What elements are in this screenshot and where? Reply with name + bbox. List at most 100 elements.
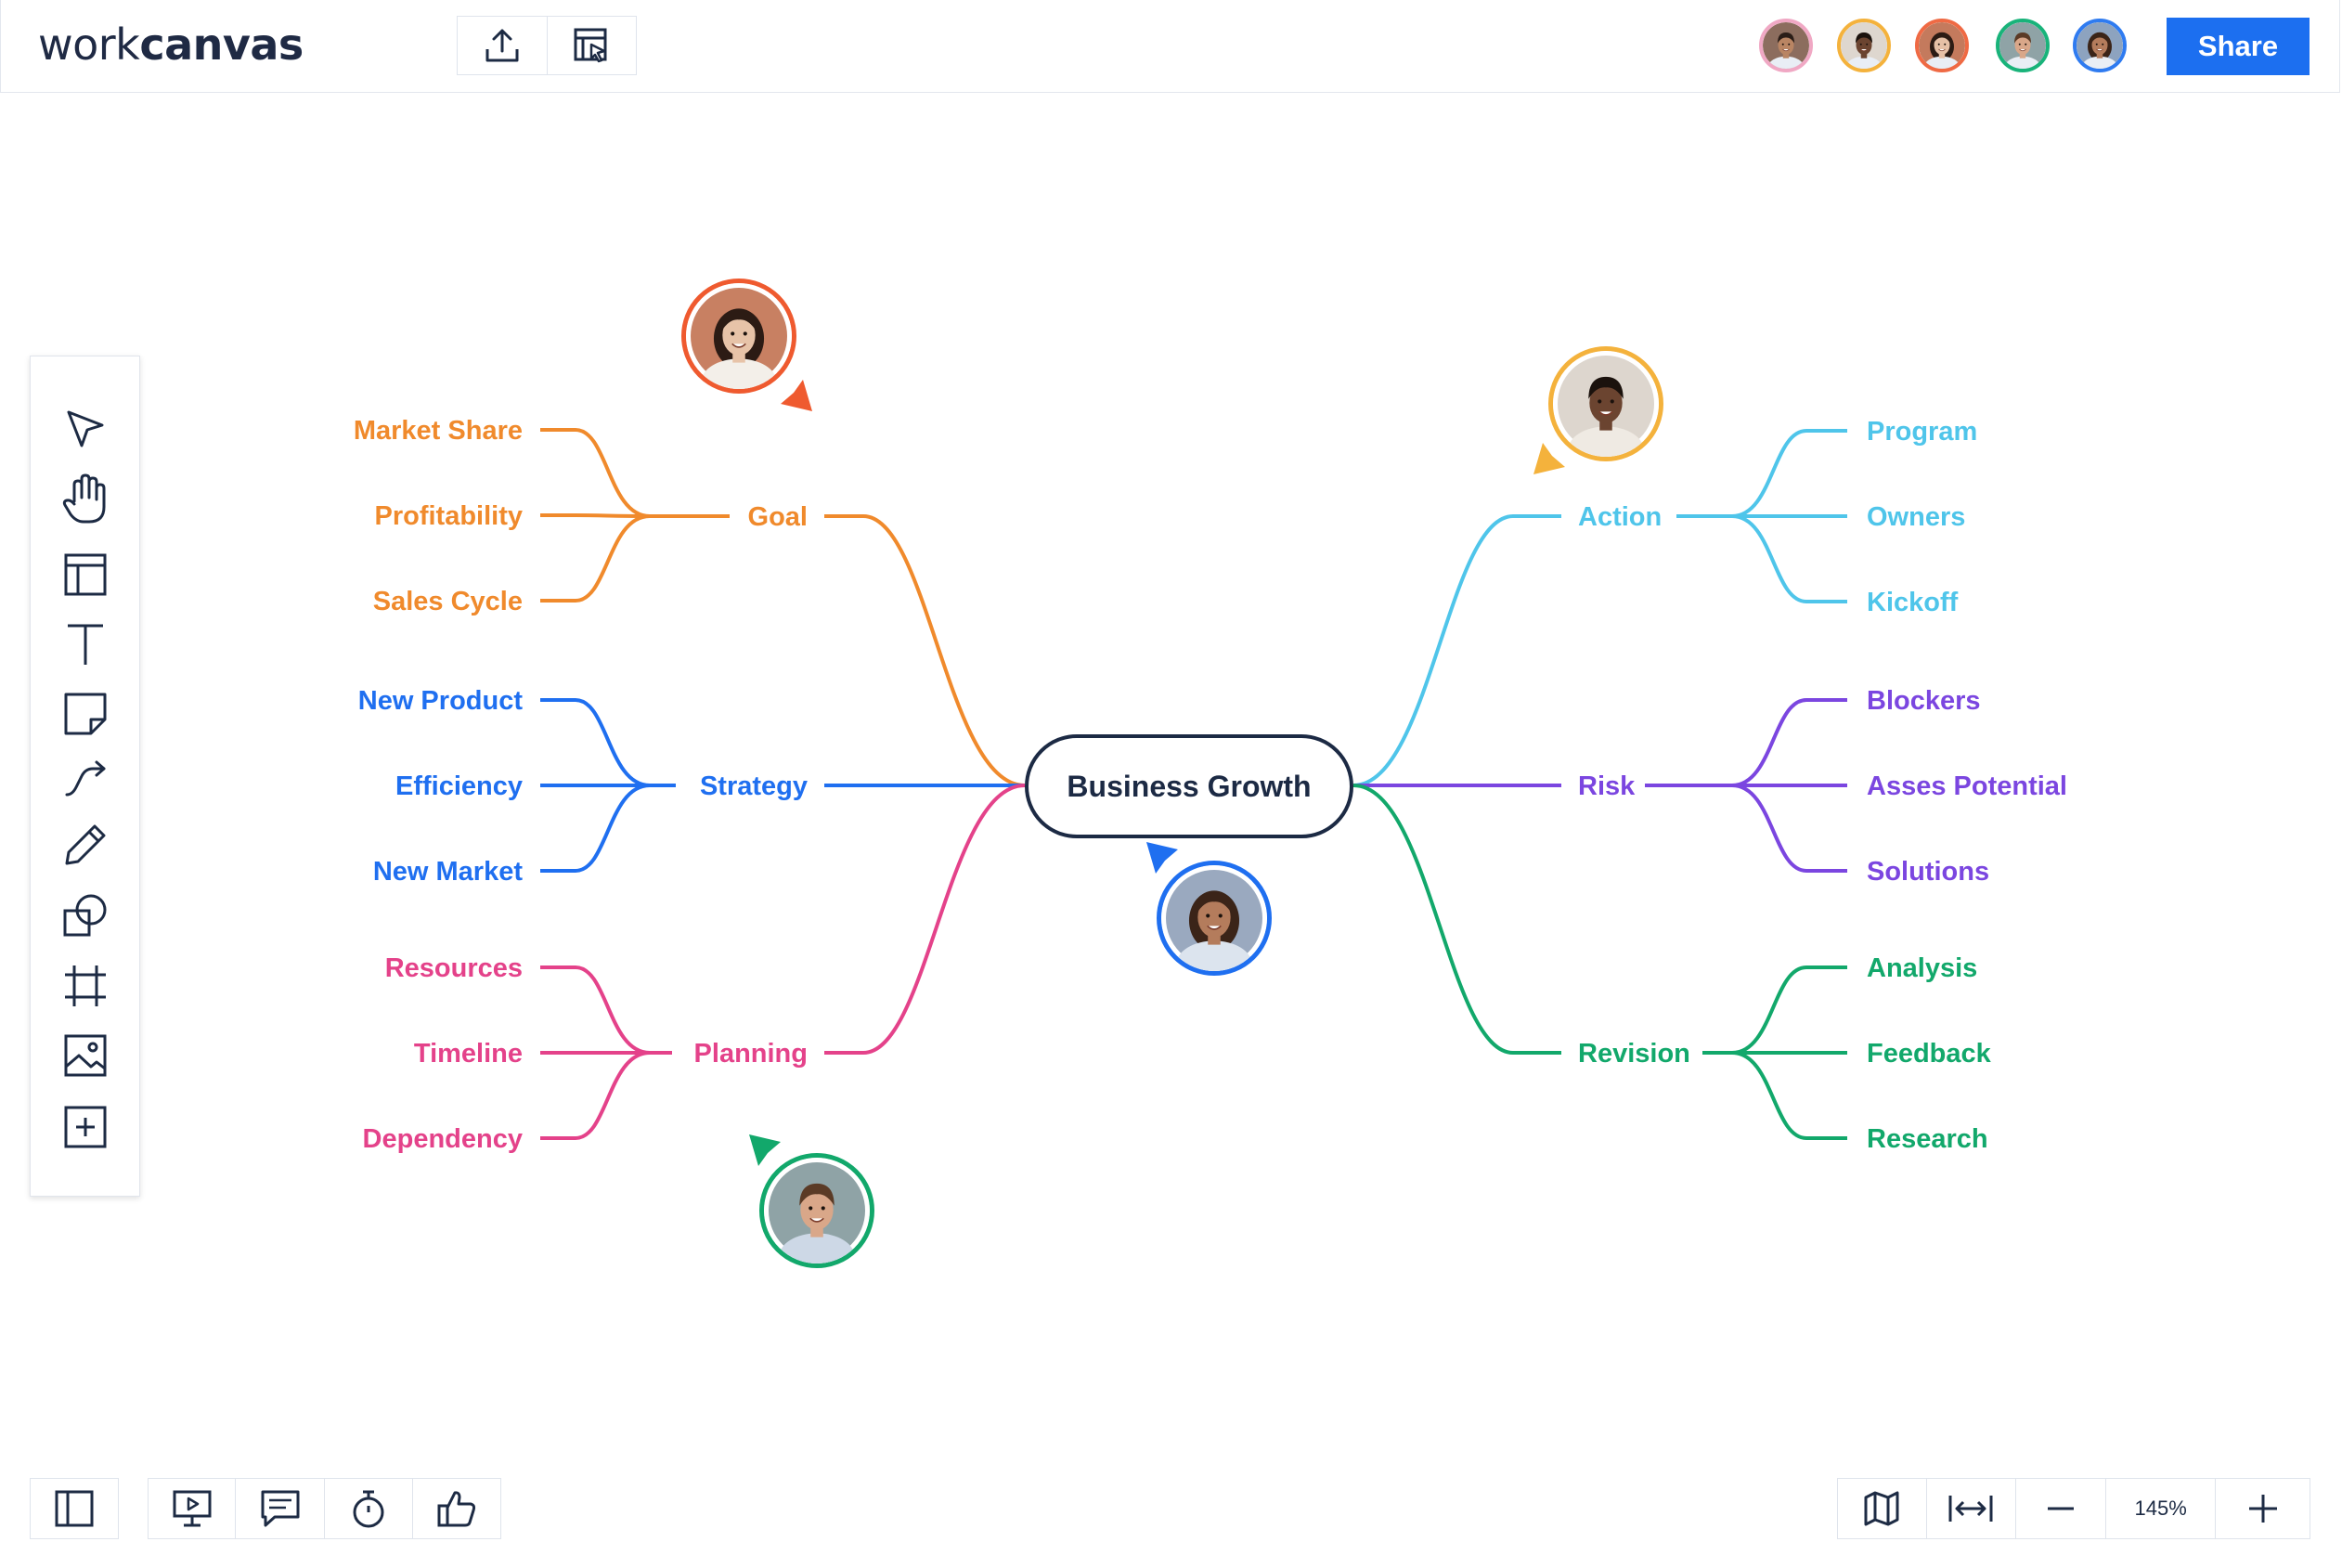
presentation-button[interactable] xyxy=(149,1479,235,1538)
export-icon xyxy=(485,29,519,62)
export-button[interactable] xyxy=(458,17,547,74)
zoom-level-display[interactable]: 145% xyxy=(2104,1479,2216,1538)
node-solutions[interactable]: Solutions xyxy=(1867,857,1989,887)
timer-button[interactable] xyxy=(324,1479,411,1538)
text-tool-icon xyxy=(68,624,103,665)
node-strategy[interactable]: Strategy xyxy=(700,771,808,801)
connector-research xyxy=(1731,1051,1847,1140)
node-risk[interactable]: Risk xyxy=(1578,771,1636,801)
connector-new-market xyxy=(540,784,651,873)
cursor-avatar-photo xyxy=(764,1158,870,1263)
node-analysis[interactable]: Analysis xyxy=(1867,953,1977,983)
hand-pan-icon xyxy=(62,473,106,524)
connector-blockers xyxy=(1731,698,1847,787)
connector-arrow-icon xyxy=(65,760,106,797)
avatar-photo xyxy=(1919,22,1965,69)
presentation-icon xyxy=(173,1490,212,1527)
node-timeline[interactable]: Timeline xyxy=(414,1039,523,1069)
minimap-button[interactable] xyxy=(1838,1479,1926,1538)
sidebar-panel-icon xyxy=(55,1490,94,1527)
avatar-photo xyxy=(1841,22,1887,69)
node-goal[interactable]: Goal xyxy=(748,502,808,532)
connector-tool[interactable] xyxy=(53,752,118,808)
comments-icon xyxy=(261,1490,300,1527)
cursor-collaborator-man-green xyxy=(759,1153,874,1268)
image-tool-icon xyxy=(64,1034,107,1077)
comments-button[interactable] xyxy=(235,1479,324,1538)
node-program[interactable]: Program xyxy=(1867,417,1977,447)
node-resources[interactable]: Resources xyxy=(385,953,523,983)
connector-revision xyxy=(1352,784,1561,1055)
node-blockers[interactable]: Blockers xyxy=(1867,686,1981,716)
minus-icon xyxy=(2048,1507,2075,1510)
node-research[interactable]: Research xyxy=(1867,1124,1988,1154)
cursor-collaborator-man-green-pointer-icon xyxy=(749,1134,781,1166)
node-kickoff[interactable]: Kickoff xyxy=(1867,588,1959,617)
share-button[interactable]: Share xyxy=(2167,18,2310,75)
connector-resources xyxy=(540,965,651,1055)
template-tool[interactable] xyxy=(53,547,118,603)
left-toolbar xyxy=(30,356,140,1197)
avatar-photo xyxy=(1999,22,2046,69)
shapes-icon xyxy=(63,894,107,937)
node-market-share[interactable]: Market Share xyxy=(354,416,523,446)
avatar-2[interactable] xyxy=(1837,19,1891,72)
node-new-product[interactable]: New Product xyxy=(358,686,524,716)
select-pointer-icon xyxy=(67,410,104,447)
sidebar-panel-button[interactable] xyxy=(31,1479,118,1538)
logo-text-canvas: canvas xyxy=(139,19,304,70)
cursor-avatar-photo xyxy=(1553,351,1659,457)
node-owners[interactable]: Owners xyxy=(1867,502,1965,532)
node-new-market[interactable]: New Market xyxy=(373,857,524,887)
fit-to-screen-button[interactable] xyxy=(1925,1479,2016,1538)
shapes-tool[interactable] xyxy=(53,888,118,943)
add-more-tool[interactable] xyxy=(53,1099,118,1155)
cursor-collaborator-woman-blue-pointer-icon xyxy=(1146,842,1178,874)
node-revision[interactable]: Revision xyxy=(1578,1039,1690,1069)
node-feedback[interactable]: Feedback xyxy=(1867,1039,1992,1069)
avatar-4[interactable] xyxy=(1996,19,2050,72)
bottom-mid-group xyxy=(148,1478,501,1539)
avatar-5[interactable] xyxy=(2073,19,2127,72)
connector-program xyxy=(1731,429,1847,518)
present-select-button[interactable] xyxy=(546,17,637,74)
node-planning[interactable]: Planning xyxy=(694,1039,808,1069)
plus-icon xyxy=(2248,1495,2277,1523)
center-node-business-growth[interactable]: Business Growth xyxy=(1025,734,1353,838)
avatar-3[interactable] xyxy=(1915,19,1969,72)
cursor-collaborator-man-yellow-pointer-icon xyxy=(1533,443,1565,474)
cursor-collaborator-woman-blue xyxy=(1157,861,1272,976)
timer-icon xyxy=(353,1490,384,1528)
zoom-level-text: 145% xyxy=(2134,1497,2187,1520)
frame-tool-icon xyxy=(65,965,106,1006)
connector-market-share xyxy=(540,428,651,518)
image-tool[interactable] xyxy=(53,1028,118,1083)
sticky-note-tool[interactable] xyxy=(53,686,118,742)
sticky-note-icon xyxy=(64,693,107,735)
template-layout-icon xyxy=(64,553,107,596)
add-more-icon xyxy=(64,1106,107,1148)
select-tool[interactable] xyxy=(53,401,118,457)
cursor-collaborator-woman-orange xyxy=(681,279,796,394)
zoom-in-button[interactable] xyxy=(2215,1479,2310,1538)
frame-tool[interactable] xyxy=(53,958,118,1014)
node-efficiency[interactable]: Efficiency xyxy=(395,771,523,801)
bottom-right-group: 145% xyxy=(1837,1478,2310,1539)
zoom-out-button[interactable] xyxy=(2015,1479,2105,1538)
node-action[interactable]: Action xyxy=(1578,502,1662,532)
app-logo[interactable]: workcanvas xyxy=(38,17,304,72)
node-profitability[interactable]: Profitability xyxy=(374,501,523,531)
text-tool[interactable] xyxy=(53,616,118,672)
vote-button[interactable] xyxy=(411,1479,500,1538)
node-asses-potential[interactable]: Asses Potential xyxy=(1867,771,2067,801)
avatar-1[interactable] xyxy=(1759,19,1813,72)
hand-tool[interactable] xyxy=(53,472,118,527)
connector-profitability xyxy=(540,513,651,518)
pen-tool[interactable] xyxy=(53,817,118,873)
node-dependency[interactable]: Dependency xyxy=(363,1124,523,1154)
pen-tool-icon xyxy=(65,824,106,865)
cursor-avatar-photo xyxy=(1161,865,1267,971)
node-sales-cycle[interactable]: Sales Cycle xyxy=(373,587,523,616)
connector-goal xyxy=(824,514,1026,787)
